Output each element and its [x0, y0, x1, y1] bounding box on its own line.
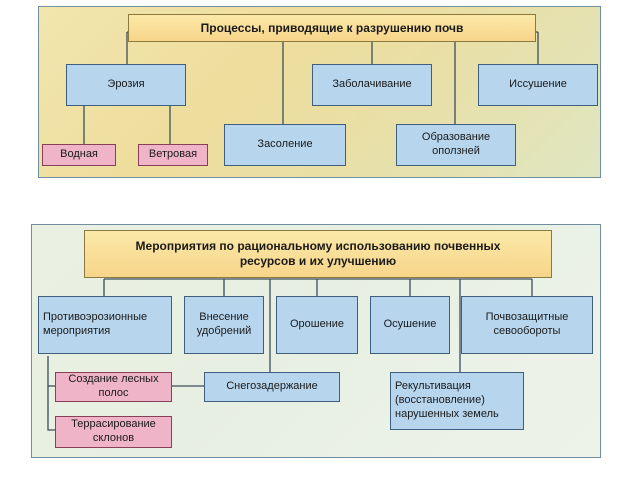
soil-management-title: Мероприятия по рациональному использован…: [84, 230, 552, 278]
wind-erosion-box: Ветровая: [138, 144, 208, 166]
fertilizers-box: Внесение удобрений: [184, 296, 264, 354]
terracing-box: Террасирование склонов: [55, 416, 172, 448]
recultivation-box: Рекультивация (восстановление) нарушенны…: [390, 372, 524, 430]
waterlogging-box: Заболачивание: [312, 64, 432, 106]
soil-destruction-title: Процессы, приводящие к разрушению почв: [128, 14, 536, 42]
snow-retention-box: Снегозадержание: [204, 372, 340, 402]
drying-box: Иссушение: [478, 64, 598, 106]
drainage-box: Осушение: [370, 296, 450, 354]
forest-strips-box: Создание лесных полос: [55, 372, 172, 402]
landslides-box: Образование оползней: [396, 124, 516, 166]
crop-rotation-box: Почвозащитные севообороты: [461, 296, 593, 354]
salinization-box: Засоление: [224, 124, 346, 166]
irrigation-box: Орошение: [276, 296, 358, 354]
erosion-box: Эрозия: [66, 64, 186, 106]
anti-erosion-box: Противоэрозионные мероприятия: [38, 296, 172, 354]
water-erosion-box: Водная: [42, 144, 116, 166]
